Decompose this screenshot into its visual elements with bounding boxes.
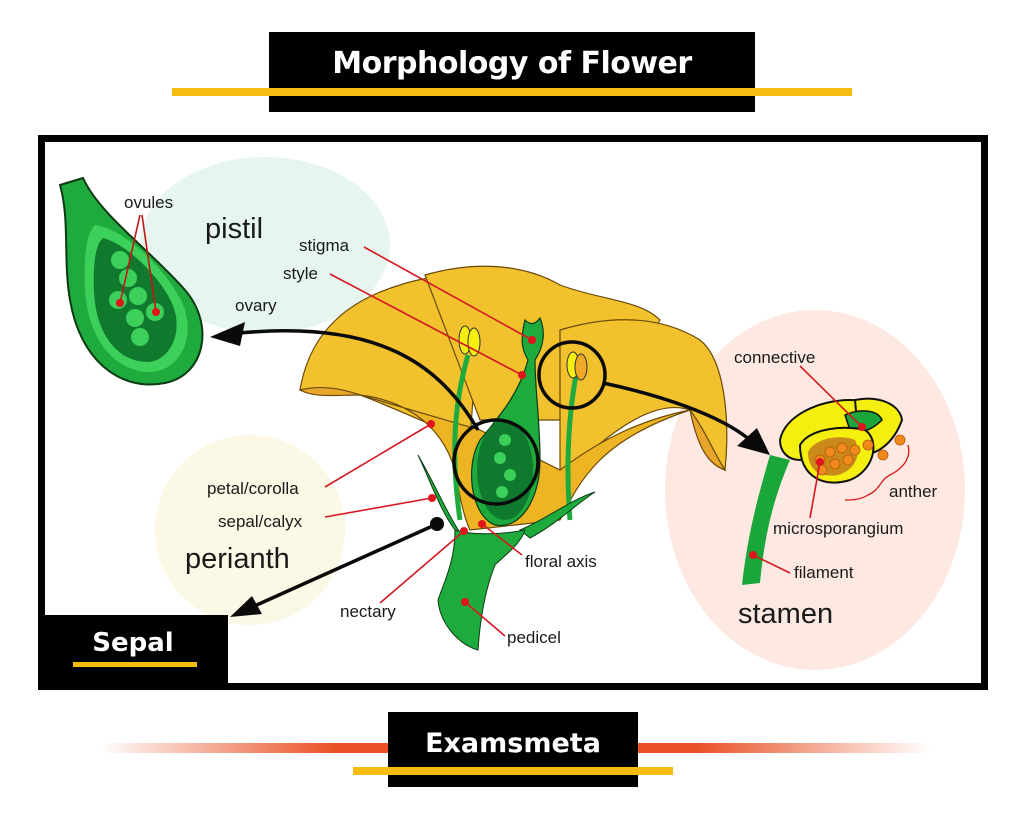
label-nectary: nectary: [340, 602, 396, 621]
label-stamen: stamen: [738, 598, 833, 630]
label-sepal-calyx: sepal/calyx: [218, 512, 303, 531]
footer-underline: [353, 767, 673, 775]
label-anther: anther: [889, 482, 938, 501]
sepal-callout-underline: [73, 662, 197, 667]
ovules-pointer: [119, 214, 157, 313]
title-underline: [172, 88, 852, 96]
label-floral-axis: floral axis: [525, 552, 597, 571]
sepal-callout-label: Sepal: [92, 628, 174, 658]
label-microsporangium: microsporangium: [773, 519, 903, 538]
ovule-marker: [116, 299, 124, 307]
pistil-bubble: [140, 157, 390, 333]
label-style: style: [283, 264, 318, 283]
ovary-arrow: [210, 322, 480, 431]
label-connective: connective: [734, 348, 815, 367]
pistil-detail: [58, 176, 204, 386]
perianth-bubble: [155, 435, 345, 625]
sepal-callout: [38, 615, 228, 690]
label-ovules: ovules: [124, 193, 173, 212]
anther-brace: [844, 444, 910, 501]
footer-brand: Examsmeta: [425, 728, 601, 759]
label-pedicel: pedicel: [507, 628, 561, 647]
label-filament: filament: [794, 563, 854, 582]
label-ovary: ovary: [235, 296, 277, 315]
sepal-arrow: [230, 517, 444, 617]
page-title: Morphology of Flower: [332, 46, 692, 81]
sepals-and-pedicel: [417, 454, 596, 651]
ovary-magnifier: [452, 418, 540, 506]
title-banner: [269, 32, 755, 112]
label-perianth: perianth: [185, 543, 290, 575]
label-pistil: pistil: [205, 213, 263, 245]
anther-magnifier: [537, 340, 607, 410]
label-petal-corolla: petal/corolla: [207, 479, 299, 498]
ovule-marker: [152, 308, 160, 316]
stamen-in-flower: [452, 325, 588, 521]
label-stigma: stigma: [299, 236, 350, 255]
pointer-lines: [324, 246, 863, 637]
pointer-markers: [427, 336, 866, 606]
anther-arrow: [602, 381, 770, 455]
